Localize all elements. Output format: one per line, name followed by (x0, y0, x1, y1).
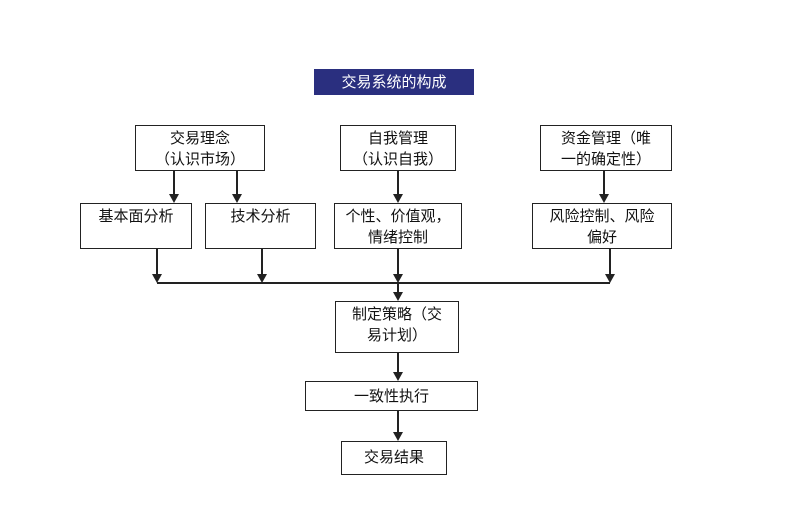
arrow-strategy-to-execution-head (393, 372, 403, 381)
arrow-self-to-personality-head (393, 194, 403, 203)
node-execution: 一致性执行 (305, 381, 478, 411)
node-money-management: 资金管理（唯 一的确定性） (540, 125, 672, 171)
arrow-philosophy-to-fundamental-head (169, 194, 179, 203)
node-money-management-line-1: 资金管理（唯 (560, 129, 651, 147)
node-self-management: 自我管理 （认识自我） (340, 125, 456, 171)
node-technical-analysis: 技术分析 (205, 203, 316, 249)
node-philosophy: 交易理念 （认识市场） (135, 125, 265, 171)
node-personality-line-2: 情绪控制 (367, 228, 428, 246)
node-self-management-line-1: 自我管理 (367, 129, 428, 147)
node-fundamental-line-1: 基本面分析 (98, 207, 174, 225)
arrow-fundamental-to-bar-head (152, 274, 162, 283)
node-money-management-line-2: 一的确定性） (560, 150, 651, 168)
arrow-personality-to-bar-head (393, 274, 403, 283)
arrow-technical-to-bar-head (257, 274, 267, 283)
node-strategy: 制定策略（交 易计划） (335, 301, 459, 353)
node-strategy-line-2: 易计划） (366, 326, 427, 344)
node-personality-line-1: 个性、价值观， (345, 207, 451, 225)
arrow-execution-to-result-head (393, 432, 403, 441)
node-fundamental-analysis: 基本面分析 (80, 203, 192, 249)
node-result-line-1: 交易结果 (363, 448, 424, 466)
node-risk-line-1: 风险控制、风险 (549, 207, 655, 225)
node-risk-line-2: 偏好 (586, 228, 617, 246)
node-technical-line-1: 技术分析 (230, 207, 291, 225)
node-execution-line-1: 一致性执行 (353, 387, 429, 405)
node-result: 交易结果 (341, 441, 447, 475)
arrow-risk-to-bar-head (605, 274, 615, 283)
arrow-money-to-risk-head (599, 194, 609, 203)
node-philosophy-line-1: 交易理念 (169, 129, 230, 147)
arrow-philosophy-to-technical-head (232, 194, 242, 203)
diagram-title: 交易系统的构成 (314, 69, 474, 95)
node-strategy-line-1: 制定策略（交 (351, 305, 442, 323)
node-philosophy-line-2: （认识市场） (154, 150, 245, 168)
node-risk-control: 风险控制、风险 偏好 (532, 203, 672, 249)
node-self-management-line-2: （认识自我） (352, 150, 443, 168)
arrow-bar-to-strategy-head (393, 292, 403, 301)
node-personality: 个性、价值观， 情绪控制 (334, 203, 462, 249)
